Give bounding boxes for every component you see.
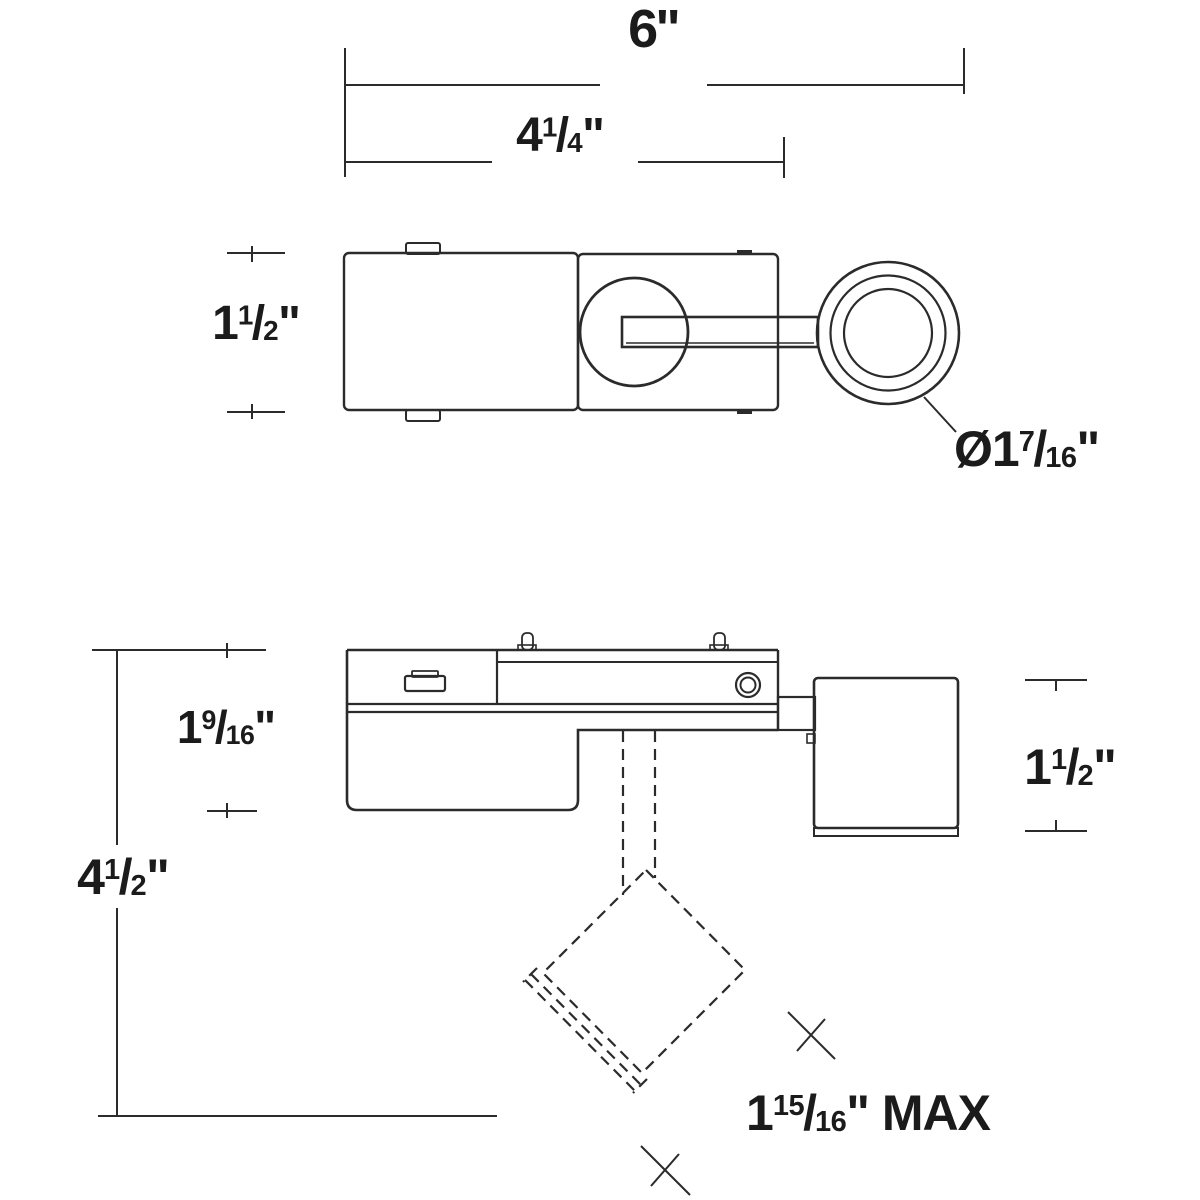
dim-overall-height-label: 41/2" [77, 849, 170, 905]
trim-ring-outer [815, 260, 961, 406]
dim-head-height-lines [1025, 679, 1087, 832]
dim-recess-depth-label: 19/16" [176, 701, 276, 753]
dim-slash: / [1065, 739, 1080, 795]
mounting-tab-top [405, 242, 441, 255]
dim-unit: " [655, 0, 681, 59]
dim-tick [796, 1018, 826, 1052]
top-view [227, 48, 965, 433]
phantom-trim-line-2 [524, 979, 636, 1092]
phantom-trim-line-1 [530, 973, 642, 1086]
trim-ring-middle [829, 274, 947, 392]
screw-head-outer [734, 671, 762, 699]
dim-int: 4 [77, 849, 105, 905]
dim-unit: " [146, 849, 170, 905]
swivel-knuckle-circle [578, 276, 690, 388]
dim-denominator: 4 [567, 126, 583, 158]
dim-slash: / [251, 297, 265, 350]
phantom-trim-cap-top [522, 967, 538, 983]
lamp-head-body [812, 676, 960, 830]
lamp-head-notch [806, 733, 816, 744]
mounting-tab-bottom [405, 409, 441, 422]
housing-left-box [342, 251, 580, 412]
diameter-symbol: Ø [954, 421, 993, 477]
dim-denominator: 2 [130, 869, 147, 902]
dim-numerator: 1 [1050, 743, 1067, 776]
dim-overall-height-lines [98, 650, 497, 1117]
dim-unit: " [278, 297, 301, 350]
dim-head-height-label: 11/2" [1024, 739, 1117, 795]
dim-numerator: 15 [772, 1089, 805, 1122]
dim-unit: " [254, 701, 276, 753]
dim-suffix: MAX [868, 1085, 991, 1141]
housing-outline [345, 650, 778, 812]
dim-denominator: 2 [263, 314, 279, 346]
dim-body-height-label: 11/2" [212, 297, 301, 350]
dim-overall-width-label: 6" [628, 0, 681, 59]
screw-head-inner [739, 676, 757, 694]
connector-slot-outer [403, 674, 447, 693]
dim-max-extension-lines [640, 1011, 836, 1196]
dim-numerator: 7 [1018, 425, 1035, 458]
mounting-pin-right-base [709, 644, 729, 651]
side-view [92, 632, 1087, 1196]
dim-recess-depth-lines [92, 643, 266, 818]
dim-max-extension-label: 115/16" MAX [746, 1085, 991, 1141]
dim-int: 4 [516, 109, 543, 162]
dim-numerator: 1 [103, 853, 120, 886]
dim-int: 1 [1024, 739, 1052, 795]
dim-int: 1 [176, 701, 203, 753]
dim-body-width-label: 41/4" [516, 109, 605, 162]
dim-int: 6 [628, 0, 658, 59]
dim-unit: " [1076, 421, 1101, 477]
dim-denominator: 16 [225, 719, 255, 750]
dim-slash: / [118, 849, 133, 905]
connector-slot-lip [411, 670, 439, 678]
dim-numerator: 1 [541, 111, 557, 143]
lamp-head-trim-band [813, 827, 959, 837]
dim-denominator: 2 [1077, 759, 1094, 792]
mounting-pin-right [713, 632, 726, 651]
dim-int: 1 [991, 421, 1020, 477]
mounting-pin-left-base [517, 644, 537, 651]
swiveled-head-phantom [522, 731, 747, 1094]
dim-overall-width-lines [344, 48, 965, 177]
dim-body-width-lines [345, 137, 785, 178]
dim-numerator: 1 [237, 299, 253, 331]
dim-numerator: 9 [201, 705, 216, 736]
dim-slash: / [555, 109, 569, 162]
dim-body-height-lines [227, 246, 285, 419]
housing-right-box [576, 252, 780, 412]
dim-unit: " [1093, 739, 1117, 795]
dim-slash: / [214, 701, 228, 753]
dim-denominator: 16 [814, 1105, 847, 1138]
phantom-trim-cap-bottom [632, 1078, 648, 1094]
mounting-pin-left [521, 632, 534, 651]
dim-unit: " [582, 109, 605, 162]
phantom-head-square [541, 868, 747, 1075]
dim-unit: " [846, 1085, 870, 1141]
dim-denominator: 16 [1045, 441, 1077, 474]
dim-slash: / [1033, 421, 1047, 477]
dim-int: 1 [746, 1085, 774, 1141]
pivot-arm [776, 695, 817, 732]
trim-ring-inner [842, 287, 934, 379]
dim-tick [650, 1153, 680, 1187]
dim-slash: / [803, 1085, 817, 1141]
dim-trim-diameter-label: Ø17/16" [954, 421, 1101, 477]
dim-int: 1 [212, 297, 239, 350]
diameter-leader-line [923, 396, 957, 433]
